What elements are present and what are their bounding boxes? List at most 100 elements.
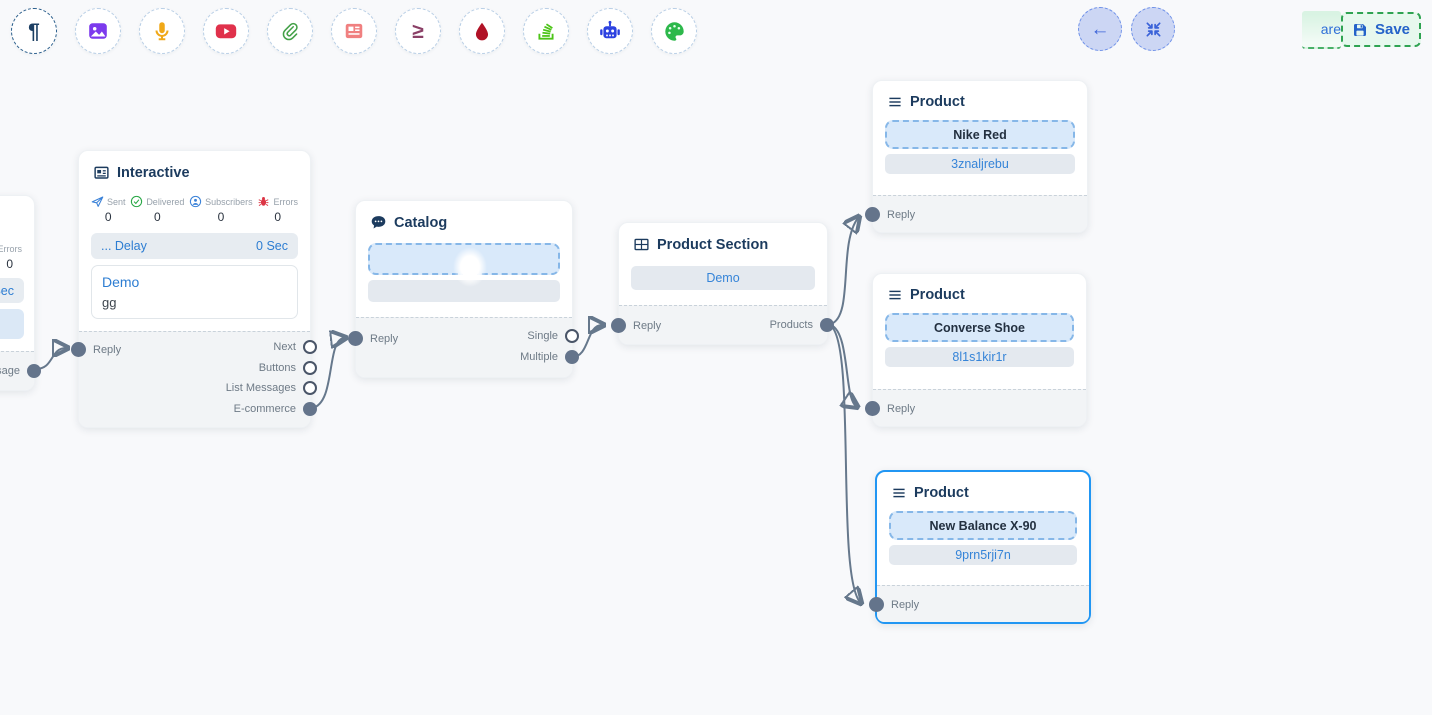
arrow-left-icon: ←	[1090, 18, 1110, 40]
stat-label: Errors	[0, 244, 22, 254]
save-button[interactable]: Save	[1341, 12, 1421, 47]
message-box[interactable]: Demo gg	[91, 265, 298, 319]
product-name-box[interactable]: New Balance X-90	[889, 511, 1077, 540]
delay-row[interactable]: Sec	[0, 278, 24, 303]
output-row-buttons: Buttons	[79, 358, 317, 379]
input-port-reply[interactable]	[869, 597, 884, 612]
node-product-section[interactable]: Product Section Demo Reply Products	[611, 222, 834, 345]
product-icon	[893, 488, 905, 498]
product-name-box[interactable]: Converse Shoe	[885, 313, 1074, 342]
node-catalog[interactable]: Catalog Reply Single Multiple	[348, 200, 579, 378]
stat-subscribers: Subscribers 0	[189, 195, 253, 224]
send-icon	[91, 196, 104, 207]
output-port-message[interactable]	[27, 364, 41, 378]
output-row-products: Products	[619, 306, 834, 344]
node-footer: Reply	[865, 389, 1086, 426]
tool-video-button[interactable]	[203, 8, 249, 54]
youtube-icon	[215, 24, 237, 39]
paragraph-icon: ¶	[28, 19, 40, 43]
product-name-box[interactable]: Nike Red	[885, 120, 1075, 149]
stat-label: Subscribers	[205, 196, 253, 207]
output-port-list-messages[interactable]	[303, 381, 317, 396]
section-demo-button[interactable]: Demo	[631, 266, 815, 290]
message-box[interactable]	[0, 309, 24, 339]
tool-stack-button[interactable]	[523, 8, 569, 54]
node-message-partial[interactable]: Errors 0 Sec essage	[0, 195, 41, 391]
image-icon	[89, 23, 107, 39]
catalog-placeholder[interactable]	[368, 280, 560, 302]
product-section-icon	[634, 238, 649, 251]
product-retailer-id-box[interactable]: 9prn5rji7n	[889, 545, 1077, 565]
node-interactive[interactable]: Interactive Sent 0 Delivered 0	[71, 150, 317, 428]
output-label: E-commerce	[233, 402, 296, 415]
edge-products-to-product2	[830, 324, 856, 406]
fit-view-button[interactable]	[1131, 7, 1175, 51]
edge-message-to-interactive	[35, 348, 66, 370]
tool-drip-button[interactable]	[459, 8, 505, 54]
output-port-single[interactable]	[565, 329, 579, 344]
edge-products-to-product3	[830, 325, 860, 602]
output-port-ecommerce[interactable]	[303, 401, 317, 416]
stats-row: Sent 0 Delivered 0 Subscribers	[79, 187, 310, 224]
subscribers-icon	[189, 195, 202, 208]
node-product-2[interactable]: Product Converse Shoe 8l1s1kir1r Reply	[865, 273, 1087, 427]
tool-bot-button[interactable]	[587, 8, 633, 54]
node-footer: Reply Single Multiple	[348, 317, 579, 377]
stat-value: 0	[274, 210, 282, 224]
product-retailer-id: 8l1s1kir1r	[952, 350, 1007, 364]
tool-template-button[interactable]	[331, 8, 377, 54]
partial-stats: Errors 0	[0, 244, 22, 271]
section-demo-label: Demo	[706, 271, 740, 285]
delay-label: ... Delay	[101, 239, 147, 253]
input-port-reply[interactable]	[348, 331, 363, 346]
compress-icon	[1145, 21, 1161, 37]
node-product-3[interactable]: Product New Balance X-90 9prn5rji7n Repl…	[869, 470, 1091, 624]
output-port-products[interactable]	[820, 318, 834, 332]
node-title: Catalog	[394, 214, 448, 231]
robot-icon	[600, 20, 620, 39]
node-header: Product	[873, 274, 1086, 309]
input-label: Reply	[370, 333, 399, 345]
node-header: Product	[873, 81, 1087, 116]
greater-equal-icon: ≥	[412, 19, 424, 43]
edge-products-to-product1	[830, 218, 858, 325]
input-label: Reply	[93, 344, 122, 356]
tool-audio-button[interactable]	[139, 8, 185, 54]
node-type-toolbar: ¶ ≥	[11, 8, 697, 54]
product-retailer-id-box[interactable]: 3znaljrebu	[885, 154, 1075, 174]
node-footer: Reply Next Buttons List Messages E-comme…	[71, 331, 317, 427]
droplet-icon	[475, 22, 489, 41]
product-retailer-id: 9prn5rji7n	[955, 548, 1011, 562]
node-header: Interactive	[79, 151, 310, 187]
errors-icon	[259, 196, 269, 206]
output-port-multiple[interactable]	[565, 349, 579, 364]
output-label: Single	[527, 330, 558, 343]
palette-icon	[664, 21, 684, 41]
delay-row[interactable]: ... Delay 0 Sec	[91, 233, 298, 259]
output-label: List Messages	[225, 382, 296, 395]
input-port-reply[interactable]	[611, 318, 626, 333]
newspaper-icon	[345, 23, 363, 39]
tool-file-button[interactable]	[267, 8, 313, 54]
product-retailer-id: 3znaljrebu	[951, 157, 1009, 171]
catalog-dropzone[interactable]	[368, 243, 560, 287]
output-port-buttons[interactable]	[303, 360, 317, 375]
node-header: Product	[877, 472, 1089, 507]
tool-theme-button[interactable]	[651, 8, 697, 54]
output-label: Products	[769, 319, 813, 331]
stat-sent: Sent 0	[91, 195, 126, 224]
input-port-reply[interactable]	[865, 207, 880, 222]
partial-notification: are	[1302, 11, 1341, 49]
output-label: Buttons	[258, 361, 296, 374]
tool-image-button[interactable]	[75, 8, 121, 54]
product-retailer-id-box[interactable]: 8l1s1kir1r	[885, 347, 1074, 367]
delay-value: Sec	[0, 283, 14, 298]
tool-paragraph-button[interactable]: ¶	[11, 8, 57, 54]
node-product-1[interactable]: Product Nike Red 3znaljrebu Reply	[865, 80, 1088, 233]
input-port-reply[interactable]	[865, 401, 880, 416]
output-port-next[interactable]	[303, 340, 317, 355]
tool-condition-button[interactable]: ≥	[395, 8, 441, 54]
output-label: Next	[273, 341, 296, 354]
back-button[interactable]: ←	[1078, 7, 1122, 51]
input-port-reply[interactable]	[71, 342, 86, 357]
